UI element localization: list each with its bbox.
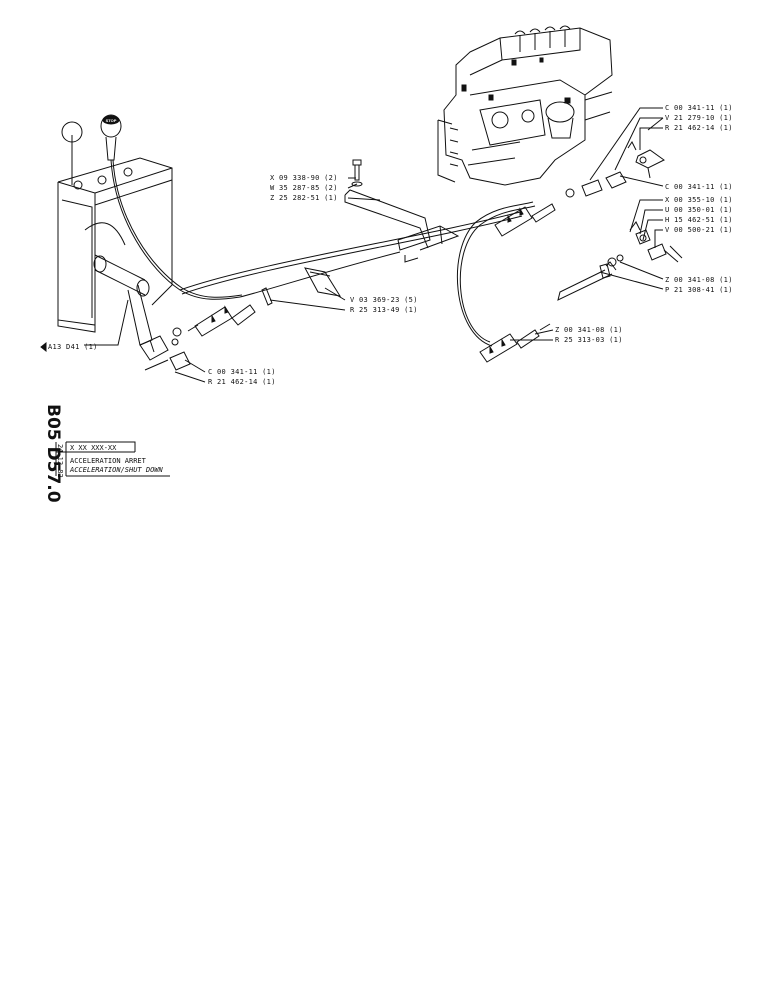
part-label: P 21 308-41 (1) (665, 286, 733, 294)
part-label: C 00 341-11 (1) (665, 104, 733, 112)
clevis-upper-right (565, 141, 665, 198)
drawing-code: B05 D57.0 (43, 404, 63, 503)
stop-knob: STOP (100, 114, 122, 161)
part-label: X 00 355-10 (1) (665, 196, 733, 204)
reference-arrow-icon (40, 341, 47, 353)
part-label: V 00 500-21 (1) (665, 226, 733, 234)
cable-sheaths (187, 203, 556, 363)
part-label: Z 00 341-08 (1) (665, 276, 733, 284)
part-label: R 21 462-14 (1) (208, 378, 276, 386)
drawing-date: 24-12-82 (56, 444, 64, 478)
part-label-list: C 00 341-11 (1) V 21 279-10 (1) R 21 462… (40, 104, 733, 386)
cable-bracket (344, 189, 460, 263)
part-label: X 09 338-90 (2) (270, 174, 338, 182)
part-label: C 00 341-11 (1) (665, 183, 733, 191)
clevis-lower-left (139, 327, 191, 371)
part-label: C 00 341-11 (1) (208, 368, 276, 376)
part-code: X XX XXX-XX (70, 444, 117, 452)
title-french: ACCELERATION ARRET (70, 457, 147, 465)
part-label: Z 25 282-51 (1) (270, 194, 338, 202)
leader-lines (84, 107, 664, 383)
injection-pump-drawing (437, 25, 613, 186)
part-label: A13 D41 (1) (48, 343, 98, 351)
part-label: V 21 279-10 (1) (665, 114, 733, 122)
title-english: ACCELERATION/SHUT DOWN (69, 466, 164, 474)
stop-knob-text: STOP (106, 118, 117, 123)
cable-clamp (261, 267, 342, 306)
part-label: R 25 313-49 (1) (350, 306, 418, 314)
part-label: R 25 313-03 (1) (555, 336, 623, 344)
shutdown-lever (557, 221, 683, 301)
part-label: U 00 350-01 (1) (665, 206, 733, 214)
part-label: Z 00 341-08 (1) (555, 326, 623, 334)
part-label: H 15 462-51 (1) (665, 216, 733, 224)
part-label: V 03 369-23 (5) (350, 296, 418, 304)
control-cables (110, 159, 536, 347)
control-lever-box: STOP (57, 114, 173, 346)
part-label: W 35 287-85 (2) (270, 184, 338, 192)
bolt-and-washer (351, 159, 363, 187)
part-label: R 21 462-14 (1) (665, 124, 733, 132)
title-block: B05 D57.0 24-12-82 X XX XXX-XX ACCELERAT… (43, 404, 170, 503)
